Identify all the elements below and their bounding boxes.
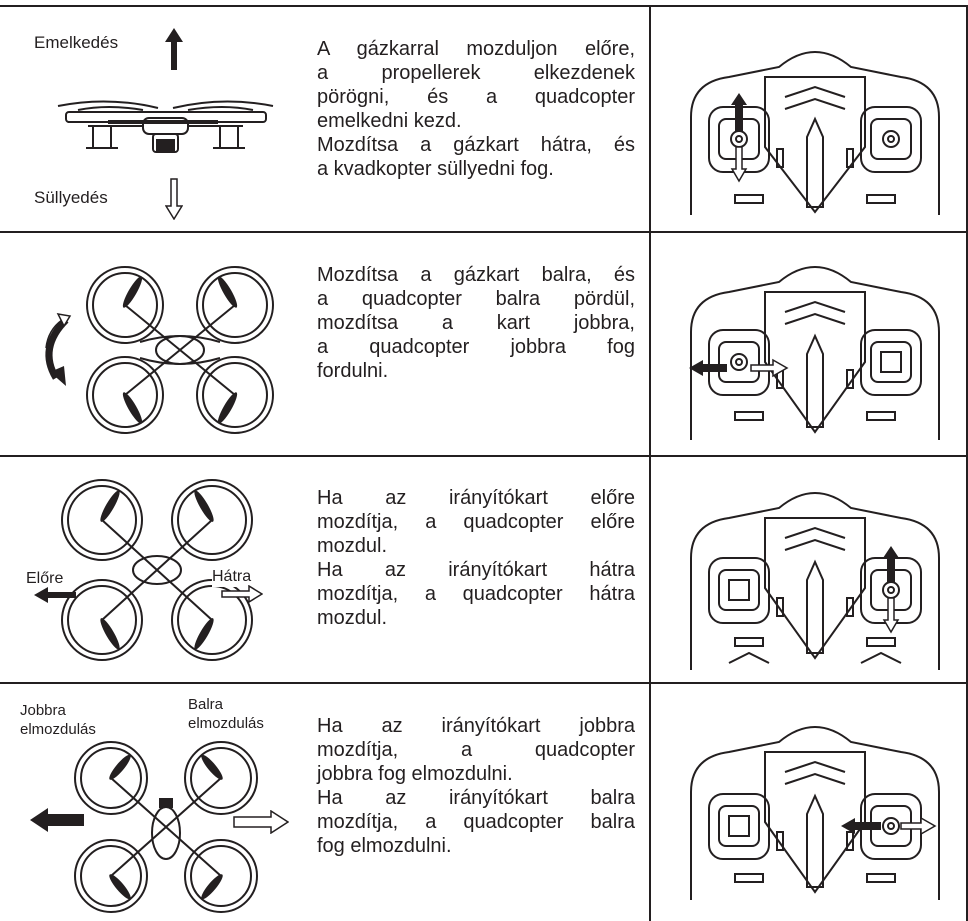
left-arrow-icon xyxy=(30,808,84,832)
remote-controller-throttle-icon xyxy=(690,51,940,215)
table-divider-2 xyxy=(0,455,968,457)
description-line: mozdul. xyxy=(317,607,388,629)
description-line: mozdítsa a kart jobbra, xyxy=(317,312,635,334)
table-border-right xyxy=(966,5,968,921)
right-outline-arrow-icon xyxy=(233,810,289,834)
label-ascend: Emelkedés xyxy=(34,33,119,52)
description-line: Mozdítsa a gázkart balra, és xyxy=(317,264,635,286)
description-line: Ha az irányítókart hátra xyxy=(317,559,635,581)
description-line: a kvadkopter süllyedni fog. xyxy=(317,158,554,180)
table-column-divider xyxy=(649,5,651,921)
description-line: a propellerek elkezdenek xyxy=(317,62,635,84)
label-right-shift: Jobbra elmozdulás xyxy=(20,701,96,739)
description-line: fordulni. xyxy=(317,360,389,382)
label-line: elmozdulás xyxy=(20,721,96,738)
description-line: mozdítja, a quadcopter xyxy=(317,739,635,761)
row-1-description: A gázkarral mozduljon előre, a propeller… xyxy=(317,37,635,181)
row-4-description: Ha az irányítókart jobbra mozdítja, a qu… xyxy=(317,714,635,858)
remote-controller-pitch-icon xyxy=(690,492,940,670)
description-line: Ha az irányítókart balra xyxy=(317,787,635,809)
drone-top-view-roll-icon xyxy=(74,741,258,913)
remote-controller-yaw-icon xyxy=(689,266,940,440)
description-line: Mozdítsa a gázkart hátra, és xyxy=(317,134,635,156)
table-border-top xyxy=(0,5,968,7)
description-line: mozdítja, a quadcopter hátra xyxy=(317,583,635,605)
up-arrow-icon xyxy=(165,28,183,70)
description-line: mozdítja, a quadcopter előre xyxy=(317,511,635,533)
description-line: a quadcopter jobbra fog xyxy=(317,336,635,358)
description-line: emelkedni kezd. xyxy=(317,110,462,132)
label-backward: Hátra xyxy=(212,567,252,587)
drone-top-view-pitch-icon xyxy=(61,479,253,661)
down-outline-arrow-icon xyxy=(165,178,183,220)
label-descend: Süllyedés xyxy=(34,188,108,207)
label-line: Balra xyxy=(188,696,224,713)
drone-side-view-icon xyxy=(57,100,274,153)
description-line: pörögni, és a quadcopter xyxy=(317,86,635,108)
description-line: jobbra fog elmozdulni. xyxy=(317,763,513,785)
right-outline-arrow-icon xyxy=(221,585,263,603)
description-line: mozdítja, a quadcopter balra xyxy=(317,811,635,833)
description-line: Ha az irányítókart előre xyxy=(317,487,635,509)
remote-controller-roll-icon xyxy=(690,726,940,900)
description-line: A gázkarral mozduljon előre, xyxy=(317,38,635,60)
description-line: fog elmozdulni. xyxy=(317,835,452,857)
row-3-description: Ha az irányítókart előre mozdítja, a qua… xyxy=(317,486,635,630)
label-line: Jobbra xyxy=(20,702,66,719)
label-line: elmozdulás xyxy=(188,715,264,732)
drone-top-view-yaw-icon xyxy=(45,266,274,434)
table-divider-1 xyxy=(0,231,968,233)
left-arrow-icon xyxy=(34,587,76,603)
description-line: Ha az irányítókart jobbra xyxy=(317,715,635,737)
description-line: mozdul. xyxy=(317,535,388,557)
label-forward: Előre xyxy=(26,569,64,589)
label-left-shift: Balra elmozdulás xyxy=(188,695,264,733)
description-line: a quadcopter balra pördül, xyxy=(317,288,635,310)
row-2-description: Mozdítsa a gázkart balra, és a quadcopte… xyxy=(317,263,635,383)
table-divider-3 xyxy=(0,682,968,684)
